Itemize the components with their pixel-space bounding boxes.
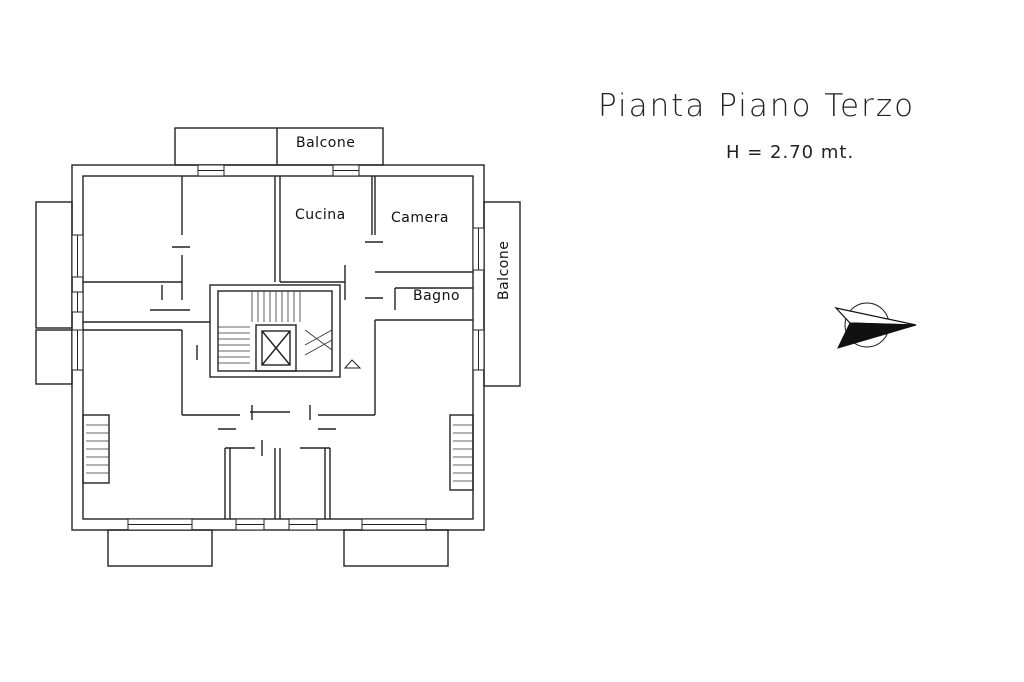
balcony-bottom-right [343,529,449,567]
elevator [255,324,297,372]
label-cucina: Cucina [295,207,346,223]
fixture-icon [343,359,362,369]
label-bagno: Bagno [413,288,460,304]
stairs-right [449,414,474,491]
stair-core [209,284,341,378]
balcony-bottom-left [107,529,213,567]
label-balcone-right: Balcone [496,241,512,300]
windows [71,164,485,531]
balcony-top [174,127,384,166]
balcony-left-upper [35,201,73,329]
ceiling-height-note: H = 2.70 mt. [726,142,855,163]
label-camera: Camera [391,210,449,226]
inner-wall [82,175,474,520]
plan-title: Pianta Piano Terzo [598,88,916,124]
label-balcone-top: Balcone [296,135,355,151]
balcony-right [483,201,521,387]
balcony-left-lower [35,329,73,385]
north-arrow-icon [834,302,917,349]
stair-treads [86,291,473,482]
